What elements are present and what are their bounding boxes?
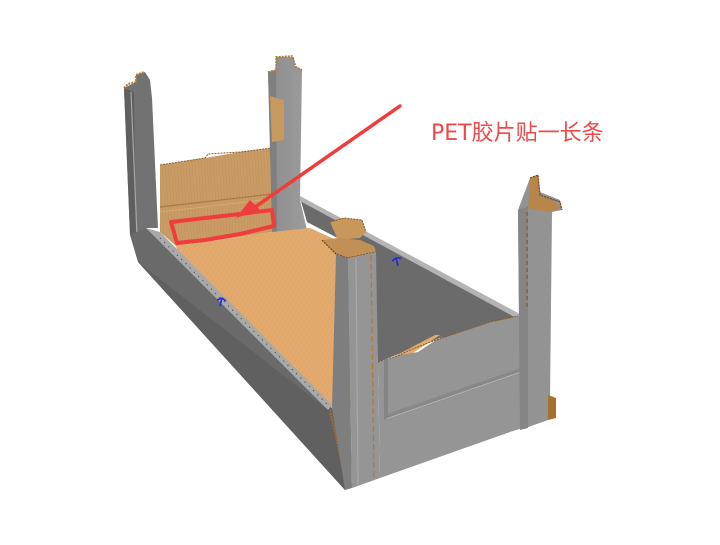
back-left-post xyxy=(123,71,158,240)
fold-arrow-marker-left xyxy=(216,297,227,307)
front-end-wall xyxy=(377,310,548,478)
front-center-post xyxy=(321,217,380,490)
pet-film-highlight-box xyxy=(169,208,276,245)
front-right-post xyxy=(518,174,563,430)
annotation-label: PET胶片贴一长条 xyxy=(431,121,604,146)
annotation-arrow xyxy=(236,104,402,218)
fold-arrow-marker-right xyxy=(391,257,401,267)
left-side-wall xyxy=(130,228,350,490)
